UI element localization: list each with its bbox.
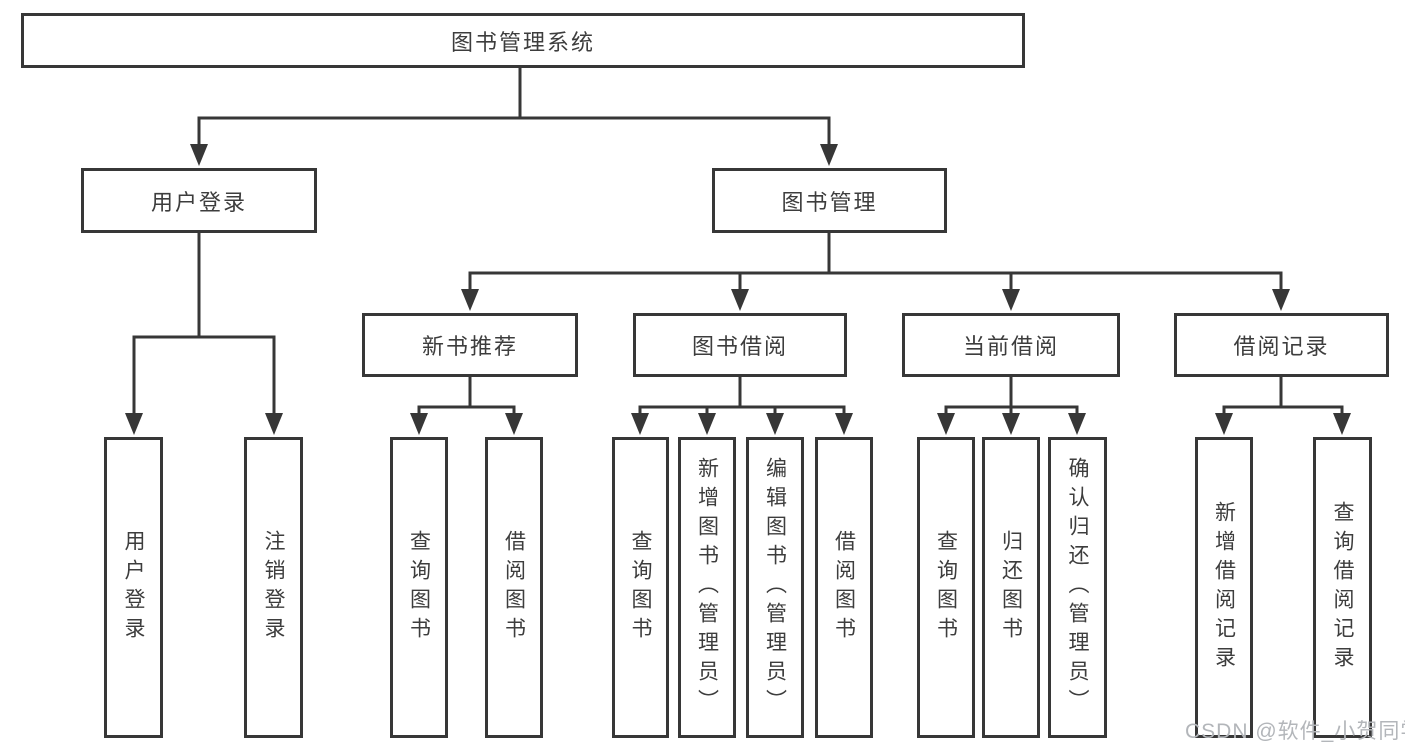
node-borrow-records: 借阅记录 (1174, 313, 1389, 377)
node-label: 借阅图书 (502, 529, 526, 646)
connector-book-borrow-to-leaves (631, 375, 853, 435)
leaf-query-borrow-record: 查询借阅记录 (1313, 437, 1372, 738)
leaf-query-books-borrow: 查询图书 (612, 437, 669, 738)
node-label: 借阅图书 (832, 529, 856, 646)
node-label: 图书借阅 (691, 334, 788, 359)
leaf-borrow-books-recommend: 借阅图书 (485, 437, 543, 738)
node-label: 查询借阅记录 (1331, 500, 1354, 675)
node-label: 当前借阅 (962, 334, 1059, 359)
node-label: 借阅记录 (1233, 334, 1330, 359)
node-new-book-recommend: 新书推荐 (362, 313, 578, 377)
node-label: 用户登录 (150, 189, 247, 215)
node-label: 查询图书 (629, 529, 652, 646)
node-label: 查询图书 (407, 529, 431, 646)
node-label: 编辑图书（管理员） (763, 457, 787, 718)
connector-root-to-level2 (190, 68, 838, 166)
leaf-add-books-admin: 新增图书（管理员） (678, 437, 736, 738)
connector-new-book-recommend-to-leaves (410, 377, 523, 435)
node-label: 用户登录 (122, 529, 145, 646)
leaf-confirm-return-admin: 确认归还（管理员） (1048, 437, 1107, 738)
leaf-query-books-recommend: 查询图书 (390, 437, 448, 738)
node-label: 查询图书 (934, 529, 958, 646)
leaf-return-books: 归还图书 (982, 437, 1040, 738)
node-label: 新增借阅记录 (1212, 500, 1236, 675)
node-label: 图书管理系统 (450, 29, 595, 55)
node-label: 确认归还（管理员） (1066, 457, 1089, 718)
connector-user-login-to-leaves (125, 233, 283, 435)
node-book-borrow: 图书借阅 (633, 313, 847, 377)
leaf-logout-login: 注销登录 (244, 437, 303, 738)
node-label: 归还图书 (999, 529, 1023, 646)
leaf-query-books-current: 查询图书 (917, 437, 975, 738)
node-label: 图书管理 (781, 189, 878, 215)
node-user-login: 用户登录 (81, 168, 317, 233)
connector-book-management-to-level3 (461, 233, 1290, 311)
connector-borrow-records-to-leaves (1215, 377, 1351, 435)
connector-current-borrow-to-leaves (937, 377, 1086, 435)
leaf-borrow-books: 借阅图书 (815, 437, 873, 738)
leaf-add-borrow-record: 新增借阅记录 (1195, 437, 1253, 738)
node-book-management: 图书管理 (712, 168, 947, 233)
node-current-borrow: 当前借阅 (902, 313, 1120, 377)
node-label: 新增图书（管理员） (695, 457, 719, 718)
watermark: CSDN @软件_小贺同学 (1185, 720, 1405, 743)
node-label: 注销登录 (262, 529, 285, 646)
leaf-edit-books-admin: 编辑图书（管理员） (746, 437, 804, 738)
node-label: 新书推荐 (421, 334, 518, 359)
leaf-user-login: 用户登录 (104, 437, 163, 738)
node-library-system: 图书管理系统 (21, 13, 1025, 68)
